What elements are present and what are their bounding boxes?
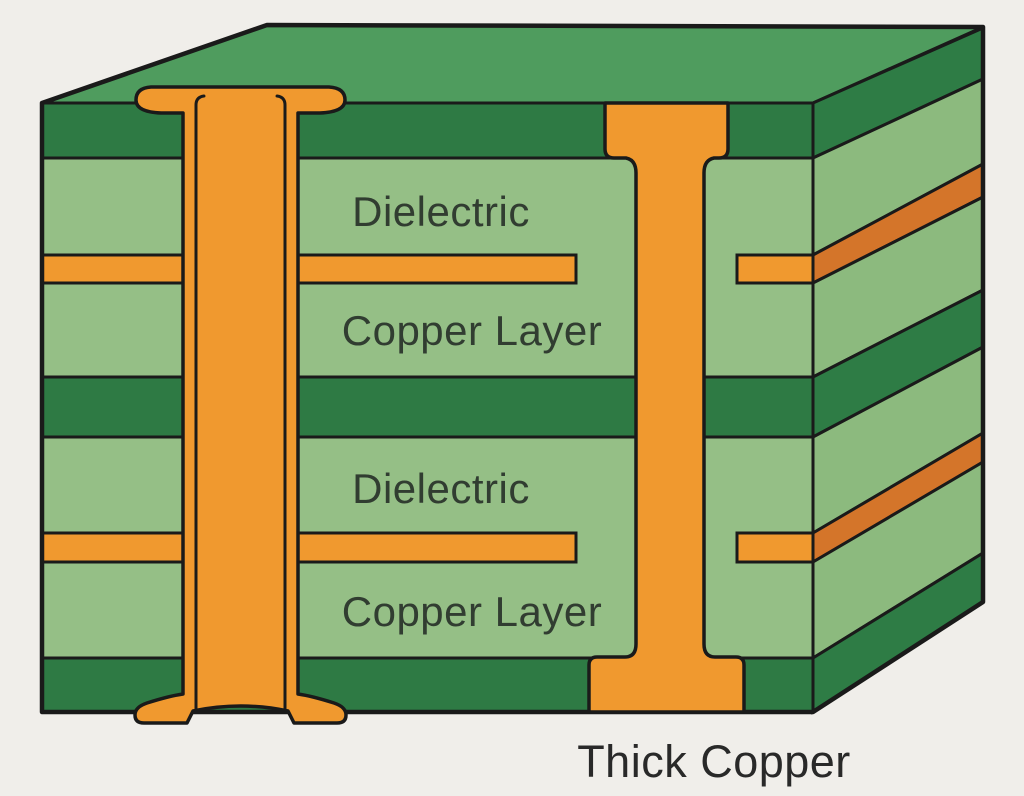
label-dielectric-upper: Dielectric	[352, 188, 530, 235]
via-hole-wall-right	[275, 94, 287, 711]
caption-thick-copper: Thick Copper	[577, 736, 851, 787]
copper-trace-upper-middle	[295, 253, 578, 285]
board-outline	[39, 22, 986, 715]
board-side-face	[811, 25, 985, 715]
label-dielectric-lower: Dielectric	[352, 465, 530, 512]
label-copper-layer-lower: Copper Layer	[342, 588, 602, 635]
copper-trace-upper-right	[735, 253, 815, 285]
copper-traces-lower	[40, 531, 815, 564]
copper-trace-lower-middle	[295, 531, 578, 564]
via-body	[133, 85, 348, 725]
via-hole-wall-left	[194, 94, 206, 711]
copper-traces-upper	[40, 253, 815, 285]
copper-trace-lower-left	[40, 531, 186, 564]
copper-trace-lower-right	[735, 531, 815, 564]
copper-trace-upper-left	[40, 253, 186, 285]
thick-copper-via	[587, 101, 746, 714]
label-copper-layer-upper: Copper Layer	[342, 307, 602, 354]
plated-through-hole-via	[133, 85, 348, 725]
